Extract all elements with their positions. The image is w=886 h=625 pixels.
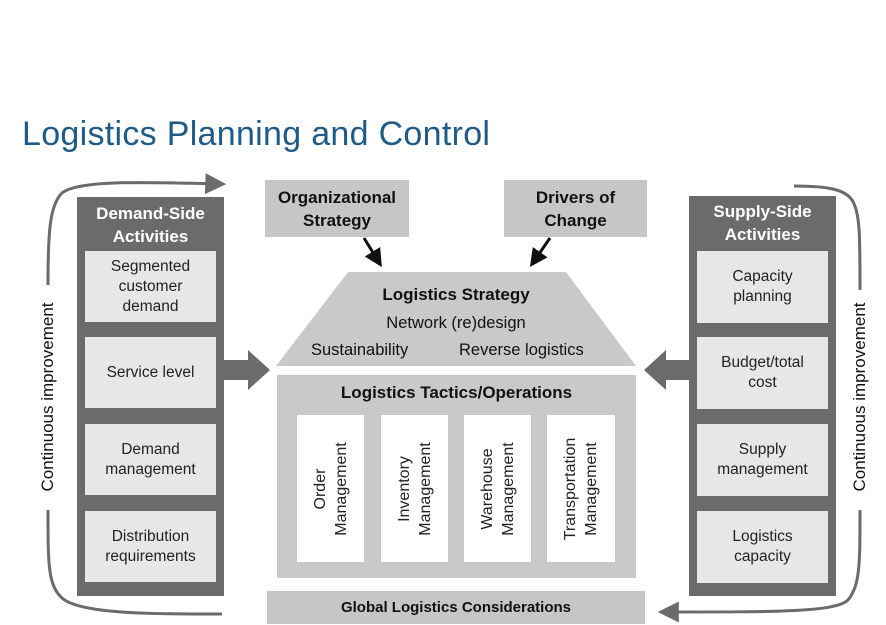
- logistics-strategy-trapezoid: [276, 272, 636, 366]
- demand-block-arrow: [224, 350, 270, 390]
- demand-side-heading: Demand-Side Activities: [96, 204, 205, 246]
- demand-item-service-level: Service level: [85, 337, 216, 408]
- drivers-of-change-box: Drivers of Change: [504, 180, 647, 237]
- supply-item-supply-management: Supply management: [697, 424, 828, 496]
- supply-item-capacity-planning: Capacity planning: [697, 251, 828, 323]
- tactic-warehouse-management: Warehouse Management: [464, 415, 531, 562]
- tactic-order-management: Order Management: [297, 415, 364, 562]
- right-cycle-arrow-bottom: [657, 509, 862, 623]
- page-title: Logistics Planning and Control: [22, 115, 491, 153]
- supply-item-budget-total-cost: Budget/total cost: [697, 337, 828, 409]
- demand-item-demand-management: Demand management: [85, 424, 216, 495]
- tactic-inventory-management: Inventory Management: [381, 415, 448, 562]
- demand-side-panel: Demand-Side Activities Segmented custome…: [77, 197, 224, 596]
- supply-side-heading: Supply-Side Activities: [713, 202, 812, 244]
- left-cycle-arrow: [46, 509, 223, 616]
- right-cycle-arrow: [793, 184, 862, 291]
- reverse-logistics-label: Reverse logistics: [459, 341, 584, 359]
- left-cycle-arrow-top: [46, 173, 227, 286]
- continuous-improvement-right-label: Continuous improvement: [850, 302, 869, 492]
- sustainability-label: Sustainability: [311, 341, 409, 359]
- global-logistics-bar: Global Logistics Considerations: [267, 591, 645, 624]
- logistics-strategy-heading: Logistics Strategy: [382, 285, 530, 304]
- supply-side-panel: Supply-Side Activities Capacity planning…: [689, 196, 836, 596]
- logistics-tactics-heading: Logistics Tactics/Operations: [340, 383, 573, 402]
- organizational-strategy-box: Organizational Strategy: [265, 180, 409, 237]
- supply-item-logistics-capacity: Logistics capacity: [697, 511, 828, 583]
- continuous-improvement-left-label: Continuous improvement: [38, 302, 57, 492]
- tactic-transportation-management: Transportation Management: [547, 415, 615, 562]
- drivers-arrow: [529, 237, 552, 267]
- org-strategy-arrow: [362, 237, 382, 268]
- network-redesign-label: Network (re)design: [386, 314, 526, 332]
- demand-item-segmented-demand: Segmented customer demand: [85, 251, 216, 322]
- demand-item-distribution-requirements: Distribution requirements: [85, 511, 216, 582]
- supply-block-arrow: [644, 350, 689, 390]
- logistics-tactics-panel: Logistics Tactics/Operations Order Manag…: [277, 375, 636, 578]
